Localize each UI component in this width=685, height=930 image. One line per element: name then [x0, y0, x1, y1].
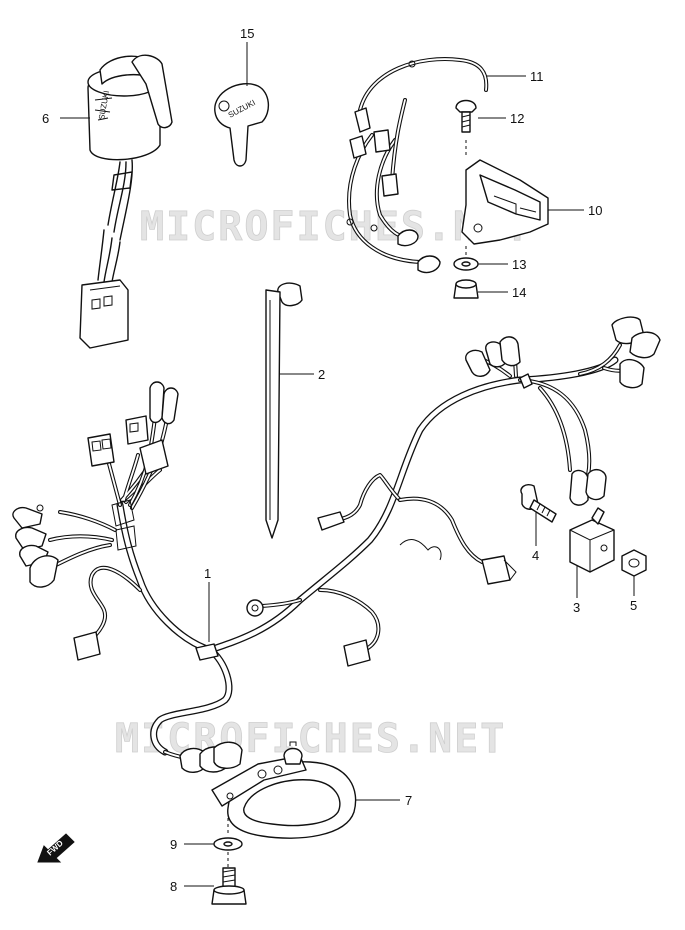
callout-label: 3	[573, 600, 580, 615]
harness-connectors	[12, 316, 661, 773]
bolt-4	[520, 484, 557, 523]
sub-harness	[346, 57, 489, 274]
callout-6: 6	[42, 111, 90, 126]
callout-2: 2	[279, 367, 325, 382]
callout-12: 12	[478, 111, 524, 126]
callout-label: 15	[240, 26, 254, 41]
ignition-key: SUZUKI	[214, 83, 269, 167]
callout-label: 6	[42, 111, 49, 126]
horn-7	[211, 741, 357, 839]
relay-3	[569, 507, 615, 573]
callout-4: 4	[532, 512, 539, 563]
callout-3: 3	[573, 566, 580, 615]
callout-9: 9	[170, 837, 214, 852]
callout-14: 14	[478, 285, 526, 300]
callout-label: 1	[204, 566, 211, 581]
callout-5: 5	[630, 576, 637, 613]
forward-arrow-icon: FWD	[37, 833, 75, 863]
callout-label: 10	[588, 203, 602, 218]
callout-10: 10	[548, 203, 602, 218]
callout-13: 13	[478, 257, 526, 272]
nut-14	[453, 279, 479, 299]
callout-7: 7	[356, 793, 412, 808]
callout-label: 4	[532, 548, 539, 563]
callout-1: 1	[204, 566, 211, 642]
callout-label: 9	[170, 837, 177, 852]
callout-label: 12	[510, 111, 524, 126]
callout-label: 11	[530, 69, 544, 84]
callout-label: 5	[630, 598, 637, 613]
callout-label: 8	[170, 879, 177, 894]
screw-12	[455, 99, 477, 158]
bolt-8	[211, 867, 247, 905]
washer-13	[453, 257, 479, 271]
main-harness	[48, 338, 636, 762]
callout-label: 14	[512, 285, 526, 300]
nut-5	[621, 549, 647, 577]
callout-label: 2	[318, 367, 325, 382]
ignition-switch: SUZUKI	[79, 54, 173, 349]
callout-label: 7	[405, 793, 412, 808]
bracket-10	[461, 159, 549, 258]
callout-11: 11	[486, 69, 544, 84]
washer-9	[213, 837, 243, 872]
callout-15: 15	[240, 26, 254, 86]
callout-8: 8	[170, 879, 214, 894]
callout-label: 13	[512, 257, 526, 272]
cable-tie	[265, 282, 303, 539]
